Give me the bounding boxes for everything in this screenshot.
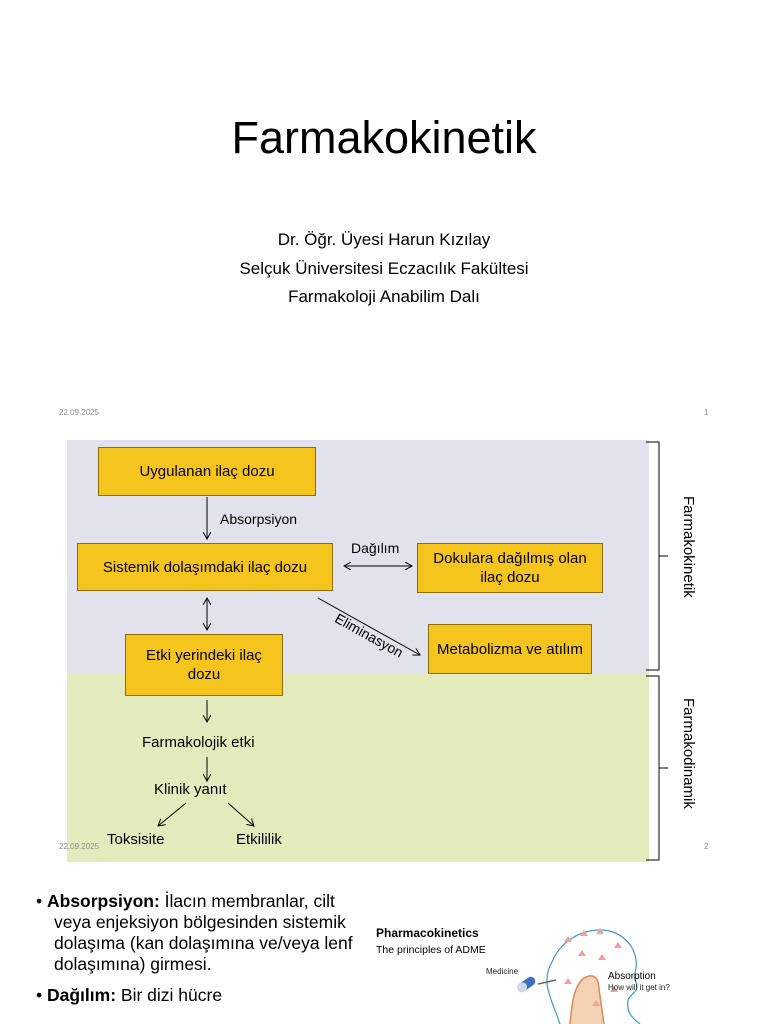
side-label-pharmacodynamics: Farmakodinamik (680, 698, 697, 809)
author-name: Dr. Öğr. Üyesi Harun Kızılay (277, 230, 491, 249)
label-efficacy: Etkililik (236, 831, 282, 848)
box-metabolism-excretion: Metabolizma ve atılım (428, 624, 592, 674)
slide-date: 22.09.2025 (59, 408, 100, 417)
box-administered-dose: Uygulanan ilaç dozu (98, 447, 316, 496)
adme-image-subtitle: The principles of ADME (376, 944, 486, 956)
adme-label-absorption: Absorption (608, 971, 656, 982)
label-absorption: Absorpsiyon (220, 511, 298, 527)
bullet-distribution: • Dağılım: Bir dizi hücre (36, 985, 223, 1005)
slide-page-number: 1 (704, 408, 709, 417)
university-name: Selçuk Üniversitesi Eczacılık Fakültesi (239, 259, 529, 278)
side-label-pharmacokinetics: Farmakokinetik (680, 496, 697, 598)
arrow-elimination (317, 597, 420, 655)
slide-title: Farmakokinetik (231, 112, 537, 163)
label-pharmacologic-effect: Farmakolojik etki (142, 734, 255, 751)
human-figure-illustration (517, 928, 641, 1024)
bullet-absorption: • Absorpsiyon: İlacın membranlar, cilt v… (36, 891, 353, 974)
pharmacodynamics-band (67, 674, 649, 862)
box-systemic-dose: Sistemik dolaşımdaki ilaç dozu (77, 543, 333, 591)
arrow-toxicity (158, 802, 187, 826)
slide-date: 22.09.2025 (59, 842, 100, 851)
definition-bullets: • Absorpsiyon: İlacın membranlar, cilt v… (36, 891, 366, 1016)
slide-page-number: 2 (704, 842, 709, 851)
bullet-text: İlacın membranlar, cilt veya enjeksiyon … (54, 891, 353, 974)
box-effect-site-dose: Etki yerindeki ilaç dozu (125, 634, 283, 696)
label-toxicity: Toksisite (107, 831, 165, 848)
department-name: Farmakoloji Anabilim Dalı (288, 287, 480, 306)
arrow-efficacy (227, 802, 254, 826)
label-distribution: Dağılım (351, 540, 400, 556)
bullet-text: Bir dizi hücre (116, 985, 223, 1005)
adme-image-title: Pharmacokinetics (376, 926, 479, 940)
adme-label-absorption-question: How will it get in? (608, 983, 670, 992)
capsule-icon (517, 976, 536, 993)
bracket-pharmacokinetics (646, 441, 660, 671)
label-clinical-response: Klinik yanıt (154, 781, 227, 798)
adme-label-medicine: Medicine (486, 967, 519, 976)
bullet-term: Dağılım: (47, 985, 117, 1005)
bracket-pharmacodynamics (646, 675, 660, 861)
bullet-term: Absorpsiyon: (47, 891, 160, 911)
box-tissue-dose: Dokulara dağılmış olan ilaç dozu (417, 543, 603, 593)
